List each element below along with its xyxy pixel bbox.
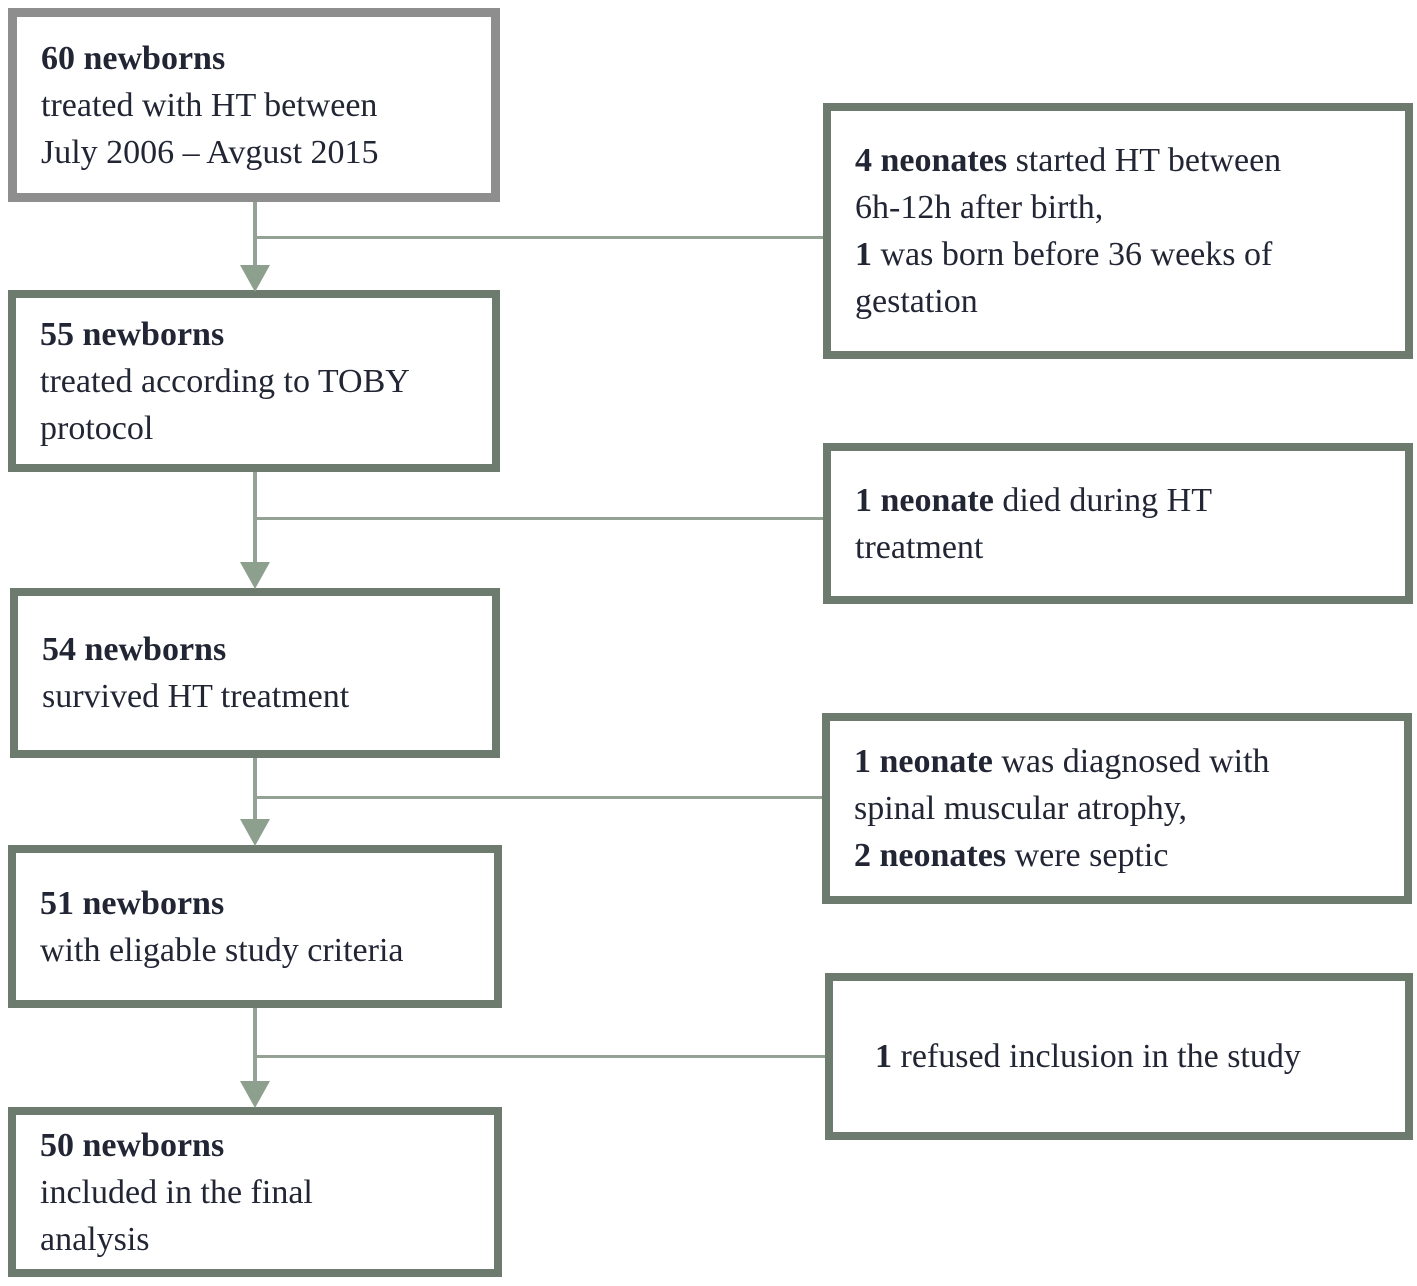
arrow-line-4 (253, 1008, 257, 1082)
arrowhead-down-2 (240, 562, 270, 589)
box-54-newborns-content: 54 newborns survived HT treatment (18, 626, 492, 720)
box-55-newborns-line-2: protocol (40, 409, 154, 447)
branch-line-4 (255, 1055, 825, 1058)
exclusion-count: 1 neonate (854, 743, 993, 780)
arrow-line-3 (253, 758, 257, 821)
exclusion-line: 1 refused inclusion in the study (875, 1033, 1393, 1080)
box-excluded-sma-septic: 1 neonate was diagnosed with spinal musc… (822, 713, 1412, 904)
box-title: 50 newborns (40, 1122, 482, 1169)
box-50-newborns-line-2: analysis (40, 1220, 150, 1258)
box-excluded-late-start: 4 neonates started HT between 6h-12h aft… (823, 103, 1413, 359)
exclusion-line: 2 neonates were septic (854, 832, 1392, 879)
exclusion-count: 1 neonate (855, 481, 994, 519)
box-excluded-late-start-content: 4 neonates started HT between 6h-12h aft… (831, 137, 1405, 325)
box-title: 60 newborns (41, 35, 479, 82)
box-55-newborns-line-1: treated according to TOBY (40, 362, 410, 400)
exclusion-count: 1 (875, 1038, 892, 1075)
exclusion-text: treatment (855, 528, 984, 566)
box-title: 51 newborns (40, 880, 482, 927)
exclusion-line: 1 was born before 36 weeks of (855, 231, 1393, 278)
box-excluded-died-content: 1 neonate died during HT treatment (831, 477, 1405, 571)
exclusion-line: 4 neonates started HT between (855, 137, 1393, 184)
arrowhead-down-1 (240, 265, 270, 292)
branch-line-1 (255, 236, 823, 239)
box-60-newborns-line-1: treated with HT between (41, 86, 378, 124)
box-54-newborns-line-1: survived HT treatment (42, 678, 350, 715)
box-60-newborns-line-2: July 2006 – Avgust 2015 (41, 133, 379, 171)
box-excluded-died: 1 neonate died during HT treatment (823, 443, 1413, 604)
branch-line-3 (255, 796, 822, 799)
exclusion-line: spinal muscular atrophy, (854, 785, 1392, 832)
exclusion-count: 4 neonates (855, 142, 1008, 179)
box-55-newborns-count: 55 newborns (40, 315, 225, 353)
exclusion-line: 1 neonate died during HT (855, 477, 1393, 524)
box-50-newborns-line-1: included in the final (40, 1173, 313, 1211)
box-excluded-sma-septic-content: 1 neonate was diagnosed with spinal musc… (830, 738, 1404, 879)
exclusion-text: died during HT (993, 481, 1212, 519)
exclusion-text: was diagnosed with (992, 743, 1270, 780)
box-51-newborns-content: 51 newborns with eligable study criteria (16, 880, 494, 974)
exclusion-text: was born before 36 weeks of (872, 236, 1273, 273)
box-51-newborns-line-1: with eligable study criteria (40, 931, 404, 969)
box-title: 54 newborns (42, 626, 480, 673)
exclusion-text: refused inclusion in the study (892, 1038, 1301, 1075)
box-excluded-refused: 1 refused inclusion in the study (825, 973, 1413, 1140)
box-50-newborns-count: 50 newborns (40, 1126, 225, 1164)
box-excluded-refused-content: 1 refused inclusion in the study (833, 1033, 1405, 1080)
exclusion-text: gestation (855, 283, 978, 320)
exclusion-text: were septic (1006, 837, 1169, 874)
exclusion-line: treatment (855, 524, 1393, 571)
exclusion-text: 6h-12h after birth, (855, 189, 1104, 226)
exclusion-line: gestation (855, 278, 1393, 325)
box-60-newborns: 60 newborns treated with HT between July… (8, 8, 500, 202)
exclusion-line: 1 neonate was diagnosed with (854, 738, 1392, 785)
arrow-line-1 (253, 202, 257, 268)
box-50-newborns: 50 newborns included in the final analys… (8, 1107, 502, 1277)
box-54-newborns: 54 newborns survived HT treatment (10, 588, 500, 758)
box-51-newborns: 51 newborns with eligable study criteria (8, 845, 502, 1008)
exclusion-count: 1 (855, 236, 872, 273)
box-title: 55 newborns (40, 311, 480, 358)
exclusion-text: started HT between (1007, 142, 1282, 179)
box-51-newborns-count: 51 newborns (40, 884, 225, 922)
box-55-newborns-content: 55 newborns treated according to TOBY pr… (16, 311, 492, 452)
branch-line-2 (255, 517, 823, 520)
box-60-newborns-count: 60 newborns (41, 39, 226, 77)
exclusion-line: 6h-12h after birth, (855, 184, 1393, 231)
box-55-newborns: 55 newborns treated according to TOBY pr… (8, 290, 500, 472)
box-50-newborns-content: 50 newborns included in the final analys… (16, 1122, 494, 1263)
arrowhead-down-3 (240, 819, 270, 846)
exclusion-count: 2 neonates (854, 837, 1007, 874)
exclusion-text: spinal muscular atrophy, (854, 790, 1187, 827)
box-60-newborns-content: 60 newborns treated with HT between July… (17, 35, 491, 176)
arrowhead-down-4 (240, 1081, 270, 1108)
box-54-newborns-count: 54 newborns (42, 631, 227, 668)
